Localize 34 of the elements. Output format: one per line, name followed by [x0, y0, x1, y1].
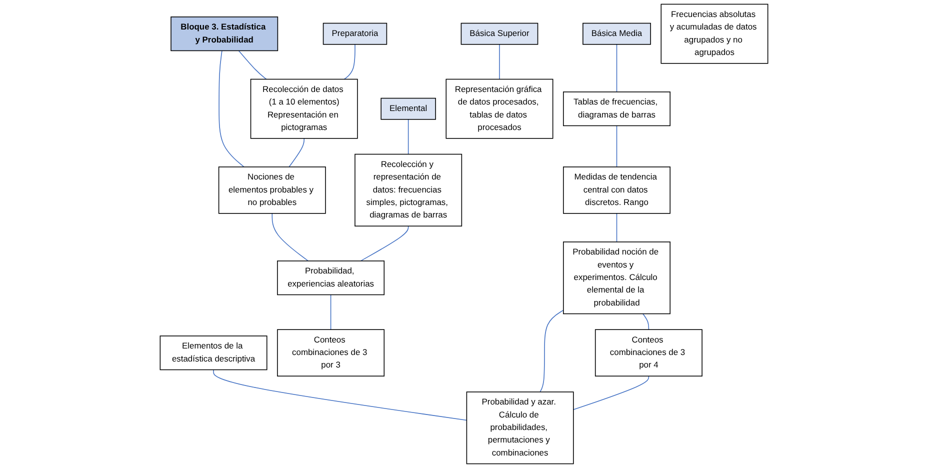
connector [616, 44, 618, 92]
connector [213, 369, 468, 421]
node-box: Probabilidad, experiencias aleatorias [277, 260, 385, 296]
node-box: Nociones de elementos probables y no probables [218, 166, 326, 214]
node-box: Frecuencias absolutas y acumuladas de datos agrupados y no agrupados [660, 4, 768, 64]
node-box: Conteos combinaciones de 3 por 4 [594, 329, 702, 376]
connector [573, 376, 650, 410]
node-box: Tablas de frecuencias, diagramas de barras [563, 92, 670, 126]
node-box: Elemental [380, 98, 436, 120]
connector [616, 125, 618, 168]
node-box: Básica Superior [460, 22, 538, 45]
node-box: Recolección de datos (1 a 10 elementos) Representación en pictogramas [250, 78, 358, 139]
node-box: Elementos de la estadística descriptiva [160, 336, 268, 370]
connector [288, 138, 304, 168]
connector [330, 294, 332, 330]
node-box: Medidas de tendencia central con datos discretos. Rango [563, 166, 670, 214]
connector [540, 310, 564, 392]
node-box: Conteos combinaciones de 3 por 3 [277, 329, 385, 376]
node-box: Recolección y representación de datos: frecuencias simples, pictogramas, diagramas de barras [354, 154, 462, 226]
connector [218, 50, 244, 168]
node-box: Probabilidad y azar. Cálculo de probabilidades, permutaciones y combinaciones [466, 392, 574, 464]
connector [272, 213, 309, 262]
connector [616, 213, 618, 242]
connector [344, 44, 356, 80]
connector [238, 50, 267, 80]
node-box: Probabilidad noción de eventos y experimentos. Cálculo elemental de la probabilidad [563, 242, 670, 314]
node-box: Bloque 3. Estadística y Probabilidad [170, 16, 278, 52]
node-box: Básica Media [582, 22, 651, 45]
connector [499, 44, 500, 80]
connector [642, 313, 650, 330]
connector [408, 118, 409, 155]
node-box: Preparatoria [322, 22, 388, 45]
node-box: Representación gráfica de datos procesados, tablas de datos procesados [446, 78, 554, 139]
connector [360, 226, 409, 262]
